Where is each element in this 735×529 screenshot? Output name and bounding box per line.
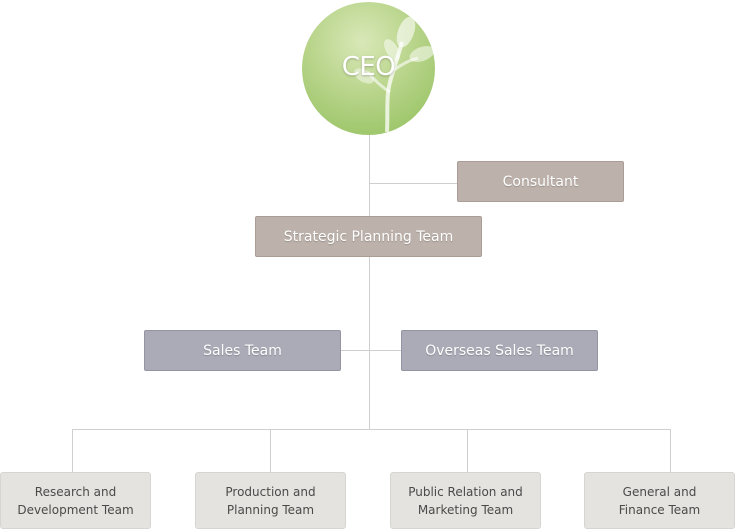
ceo-node[interactable]: CEO <box>302 2 435 135</box>
sales-team-box[interactable]: Sales Team <box>144 330 341 371</box>
connector-team-1 <box>72 429 73 472</box>
connector-team-2 <box>270 429 271 472</box>
connector-bottom-horizontal <box>72 429 671 430</box>
team-label-research: Research and Development Team <box>17 484 134 517</box>
team-label-general-finance: General and Finance Team <box>618 484 701 517</box>
consultant-box[interactable]: Consultant <box>457 161 624 202</box>
ceo-label: CEO <box>341 52 396 82</box>
sales-team-label: Sales Team <box>203 342 282 359</box>
plant-icon <box>354 16 435 133</box>
overseas-sales-label: Overseas Sales Team <box>425 342 574 359</box>
team-box-research[interactable]: Research and Development Team <box>0 472 151 529</box>
team-box-production[interactable]: Production and Planning Team <box>195 472 346 529</box>
strategic-planning-box[interactable]: Strategic Planning Team <box>255 216 482 257</box>
connector-consultant <box>369 183 457 184</box>
connector-main-vertical <box>369 135 370 429</box>
consultant-label: Consultant <box>502 173 579 190</box>
team-label-production: Production and Planning Team <box>225 484 316 517</box>
connector-team-4 <box>670 429 671 472</box>
overseas-sales-box[interactable]: Overseas Sales Team <box>401 330 598 371</box>
strategic-planning-label: Strategic Planning Team <box>283 228 454 245</box>
team-box-public-relation[interactable]: Public Relation and Marketing Team <box>390 472 541 529</box>
connector-team-3 <box>467 429 468 472</box>
team-label-public-relation: Public Relation and Marketing Team <box>408 484 523 517</box>
team-box-general-finance[interactable]: General and Finance Team <box>584 472 735 529</box>
connector-sales <box>340 350 401 351</box>
